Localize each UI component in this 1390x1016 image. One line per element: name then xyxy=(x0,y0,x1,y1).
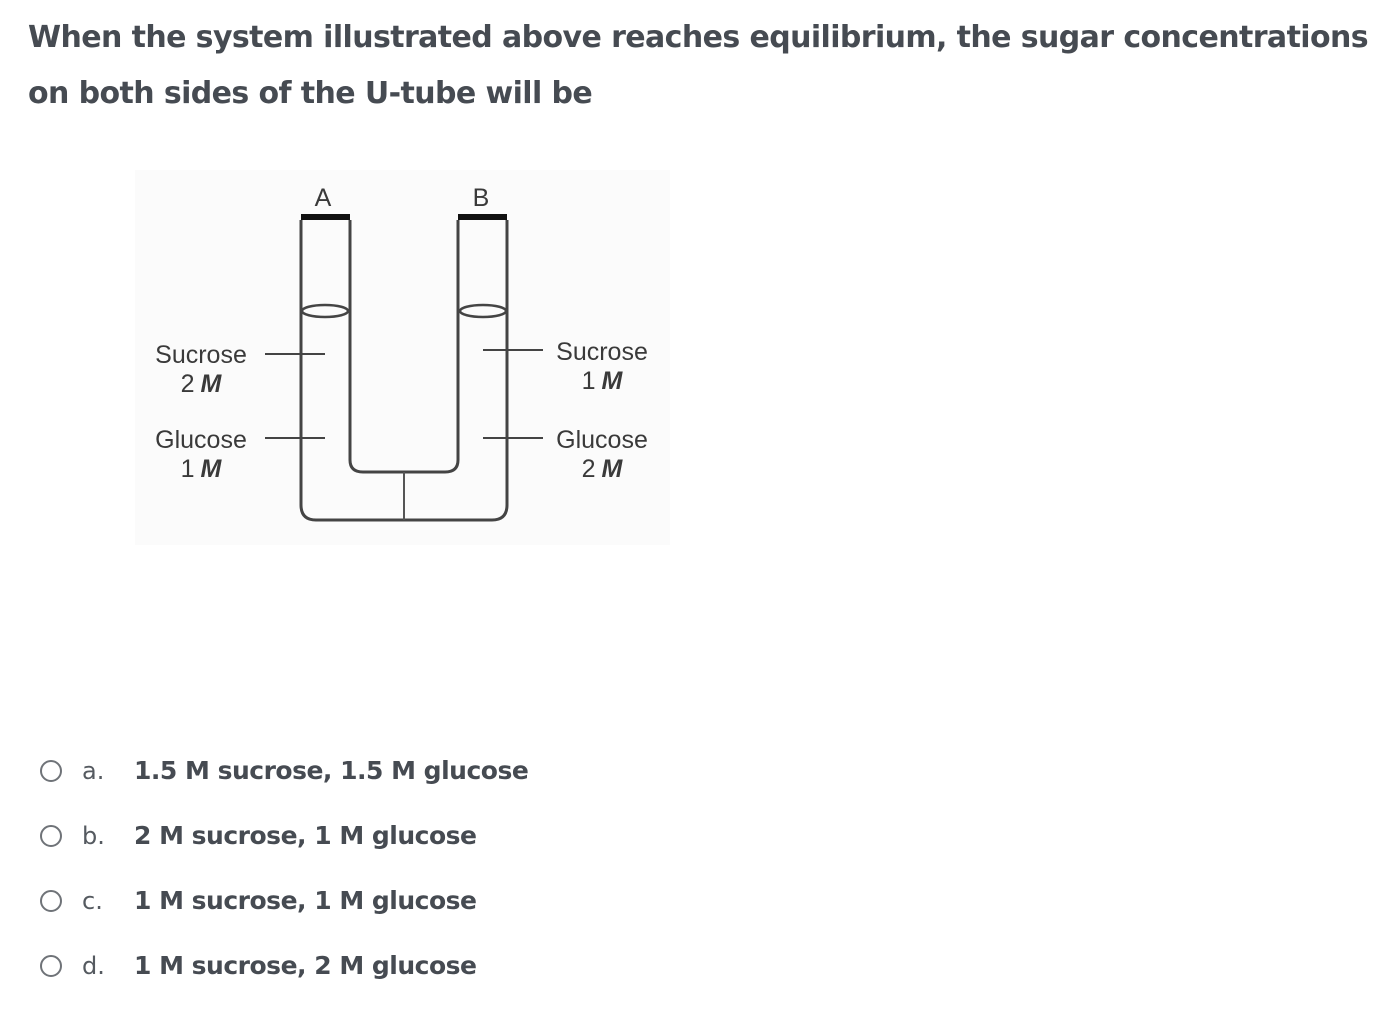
option-letter: d. xyxy=(82,951,105,980)
option-letter: a. xyxy=(82,756,105,785)
tube-a-cap xyxy=(301,214,350,220)
u-tube-inner xyxy=(348,220,460,474)
radio-b[interactable] xyxy=(40,824,62,847)
option-text[interactable]: 1 M sucrose, 2 M glucose xyxy=(134,951,477,980)
right-sucrose-label: Sucrose xyxy=(556,338,648,366)
liquid-surface-b xyxy=(458,303,508,319)
option-a[interactable]: a. 1.5 M sucrose, 1.5 M glucose xyxy=(40,738,529,803)
label-b: B xyxy=(473,184,490,212)
liquid-surface-a xyxy=(300,303,350,319)
option-letter: b. xyxy=(82,821,105,850)
left-sucrose-label: Sucrose xyxy=(155,341,247,369)
option-text[interactable]: 2 M sucrose, 1 M glucose xyxy=(134,821,477,850)
option-c[interactable]: c. 1 M sucrose, 1 M glucose xyxy=(40,868,528,933)
option-text[interactable]: 1 M sucrose, 1 M glucose xyxy=(134,886,477,915)
radio-a[interactable] xyxy=(40,759,62,782)
option-letter: c. xyxy=(82,886,103,915)
left-glucose-label: Glucose xyxy=(155,426,247,454)
option-d[interactable]: d. 1 M sucrose, 2 M glucose xyxy=(40,933,528,998)
answer-options: a. 1.5 M sucrose, 1.5 M glucose b. 2 M s… xyxy=(40,738,529,998)
tube-b-cap xyxy=(458,214,507,220)
option-b[interactable]: b. 2 M sucrose, 1 M glucose xyxy=(40,803,528,868)
radio-d[interactable] xyxy=(40,954,62,977)
option-text[interactable]: 1.5 M sucrose, 1.5 M glucose xyxy=(134,756,529,785)
radio-c[interactable] xyxy=(40,889,62,912)
label-a: A xyxy=(315,184,332,212)
question-text: When the system illustrated above reache… xyxy=(28,20,1369,111)
right-glucose-label: Glucose xyxy=(556,426,648,454)
